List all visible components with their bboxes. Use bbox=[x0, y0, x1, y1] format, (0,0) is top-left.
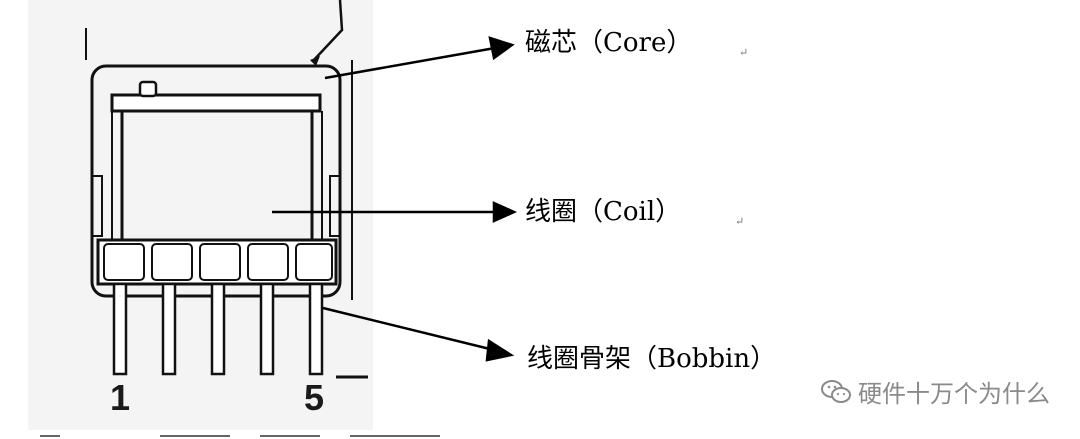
label-bobbin: 线圈骨架（Bobbin） bbox=[527, 344, 777, 374]
pin-3 bbox=[210, 282, 226, 376]
label-core: 磁芯（Core） bbox=[525, 28, 693, 58]
pin-1 bbox=[112, 282, 128, 376]
watermark: 硬件十万个为什么 bbox=[820, 374, 1050, 409]
bobbin-tab bbox=[138, 80, 158, 98]
watermark-text: 硬件十万个为什么 bbox=[858, 380, 1050, 408]
pin-label-5: 5 bbox=[304, 377, 325, 418]
label-coil: 线圈（Coil） bbox=[525, 197, 682, 227]
bobbin-top-flange bbox=[110, 93, 322, 113]
coil-arrow bbox=[272, 201, 518, 223]
scan-top-leader bbox=[311, 0, 344, 63]
return-mark-coil: ↵ bbox=[735, 215, 745, 228]
core-arrow bbox=[324, 36, 515, 80]
pin-2 bbox=[161, 282, 177, 376]
wechat-icon bbox=[821, 379, 851, 403]
return-mark-core: ↵ bbox=[739, 46, 749, 59]
pin-label-1: 1 bbox=[110, 377, 131, 418]
pin-group bbox=[112, 282, 324, 376]
pin-4 bbox=[259, 282, 275, 376]
pin-5 bbox=[308, 282, 324, 376]
bobbin-arrow bbox=[322, 306, 515, 362]
